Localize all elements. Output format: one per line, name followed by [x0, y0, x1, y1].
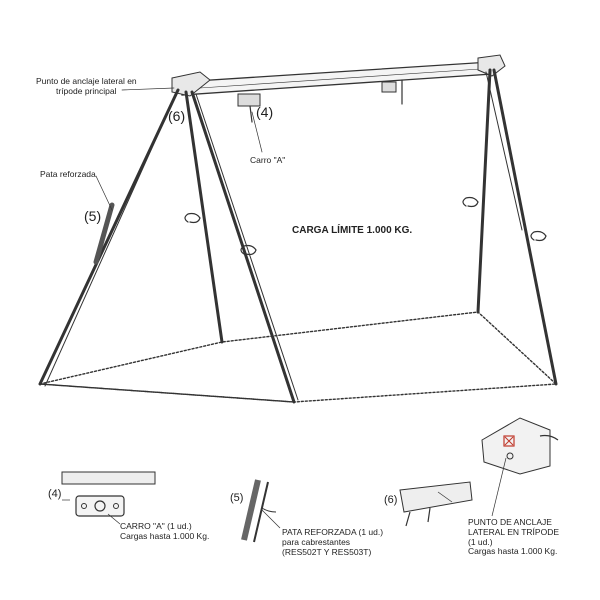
right-leg-rear	[476, 68, 492, 314]
marker-4-top: (4)	[256, 104, 274, 120]
detail-pata-line-2: para cabrestantes	[282, 536, 351, 547]
carga-limite-label: CARGA LÍMITE 1.000 KG.	[292, 225, 413, 236]
carro-leader	[251, 111, 263, 153]
ground-chain	[39, 311, 558, 403]
detail-anclaje-line-1: PUNTO DE ANCLAJE	[468, 517, 552, 527]
anchor-top-label: Punto de anclaje lateral en trípode prin…	[36, 76, 137, 97]
detail-pata-marker: (5)	[230, 492, 244, 504]
left-leg-rear	[184, 90, 224, 344]
anchor-top-line-2: trípode principal	[56, 85, 117, 96]
detail-anclaje-marker: (6)	[384, 494, 398, 506]
carro-a-label: Carro "A"	[250, 155, 286, 165]
detail-anclaje-line-3: (1 ud.)	[468, 536, 493, 547]
marker-6-top: (6)	[168, 108, 186, 124]
marker-5-left: (5)	[84, 208, 102, 224]
left-top-joint	[171, 71, 211, 97]
detail-pata	[241, 479, 281, 543]
reinforced-leg-segment	[93, 202, 115, 265]
detail-carro-text: CARRO "A" (1 ud.) Cargas hasta 1.000 Kg.	[120, 521, 210, 542]
detail-carro-line-1: CARRO "A" (1 ud.)	[120, 521, 192, 531]
detail-pata-line-3: (RES502T Y RES503T)	[282, 546, 372, 557]
carro-a	[237, 93, 261, 107]
detail-anclaje-line-4: Cargas hasta 1.000 Kg.	[468, 546, 558, 557]
anchor-leader	[121, 87, 175, 91]
detail-carro-line-2: Cargas hasta 1.000 Kg.	[120, 530, 210, 541]
anchor-top-line-1: Punto de anclaje lateral en	[36, 76, 137, 86]
detail-pata-text: PATA REFORZADA (1 ud.) para cabrestantes…	[282, 527, 384, 557]
right-leg-front	[492, 68, 558, 386]
pata-label: Pata reforzada	[40, 169, 96, 179]
detail-carro	[61, 471, 156, 525]
detail-carro-marker: (4)	[48, 488, 62, 500]
detail-pata-line-1: PATA REFORZADA (1 ud.)	[282, 527, 384, 537]
pata-leader	[95, 175, 113, 211]
left-leg-front	[38, 88, 180, 386]
detail-anclaje-text: PUNTO DE ANCLAJE LATERAL EN TRÍPODE (1 u…	[468, 517, 560, 557]
right-top-joint	[477, 54, 506, 77]
detail-anclaje-line-2: LATERAL EN TRÍPODE	[468, 526, 560, 537]
detail-anclaje	[399, 417, 559, 527]
